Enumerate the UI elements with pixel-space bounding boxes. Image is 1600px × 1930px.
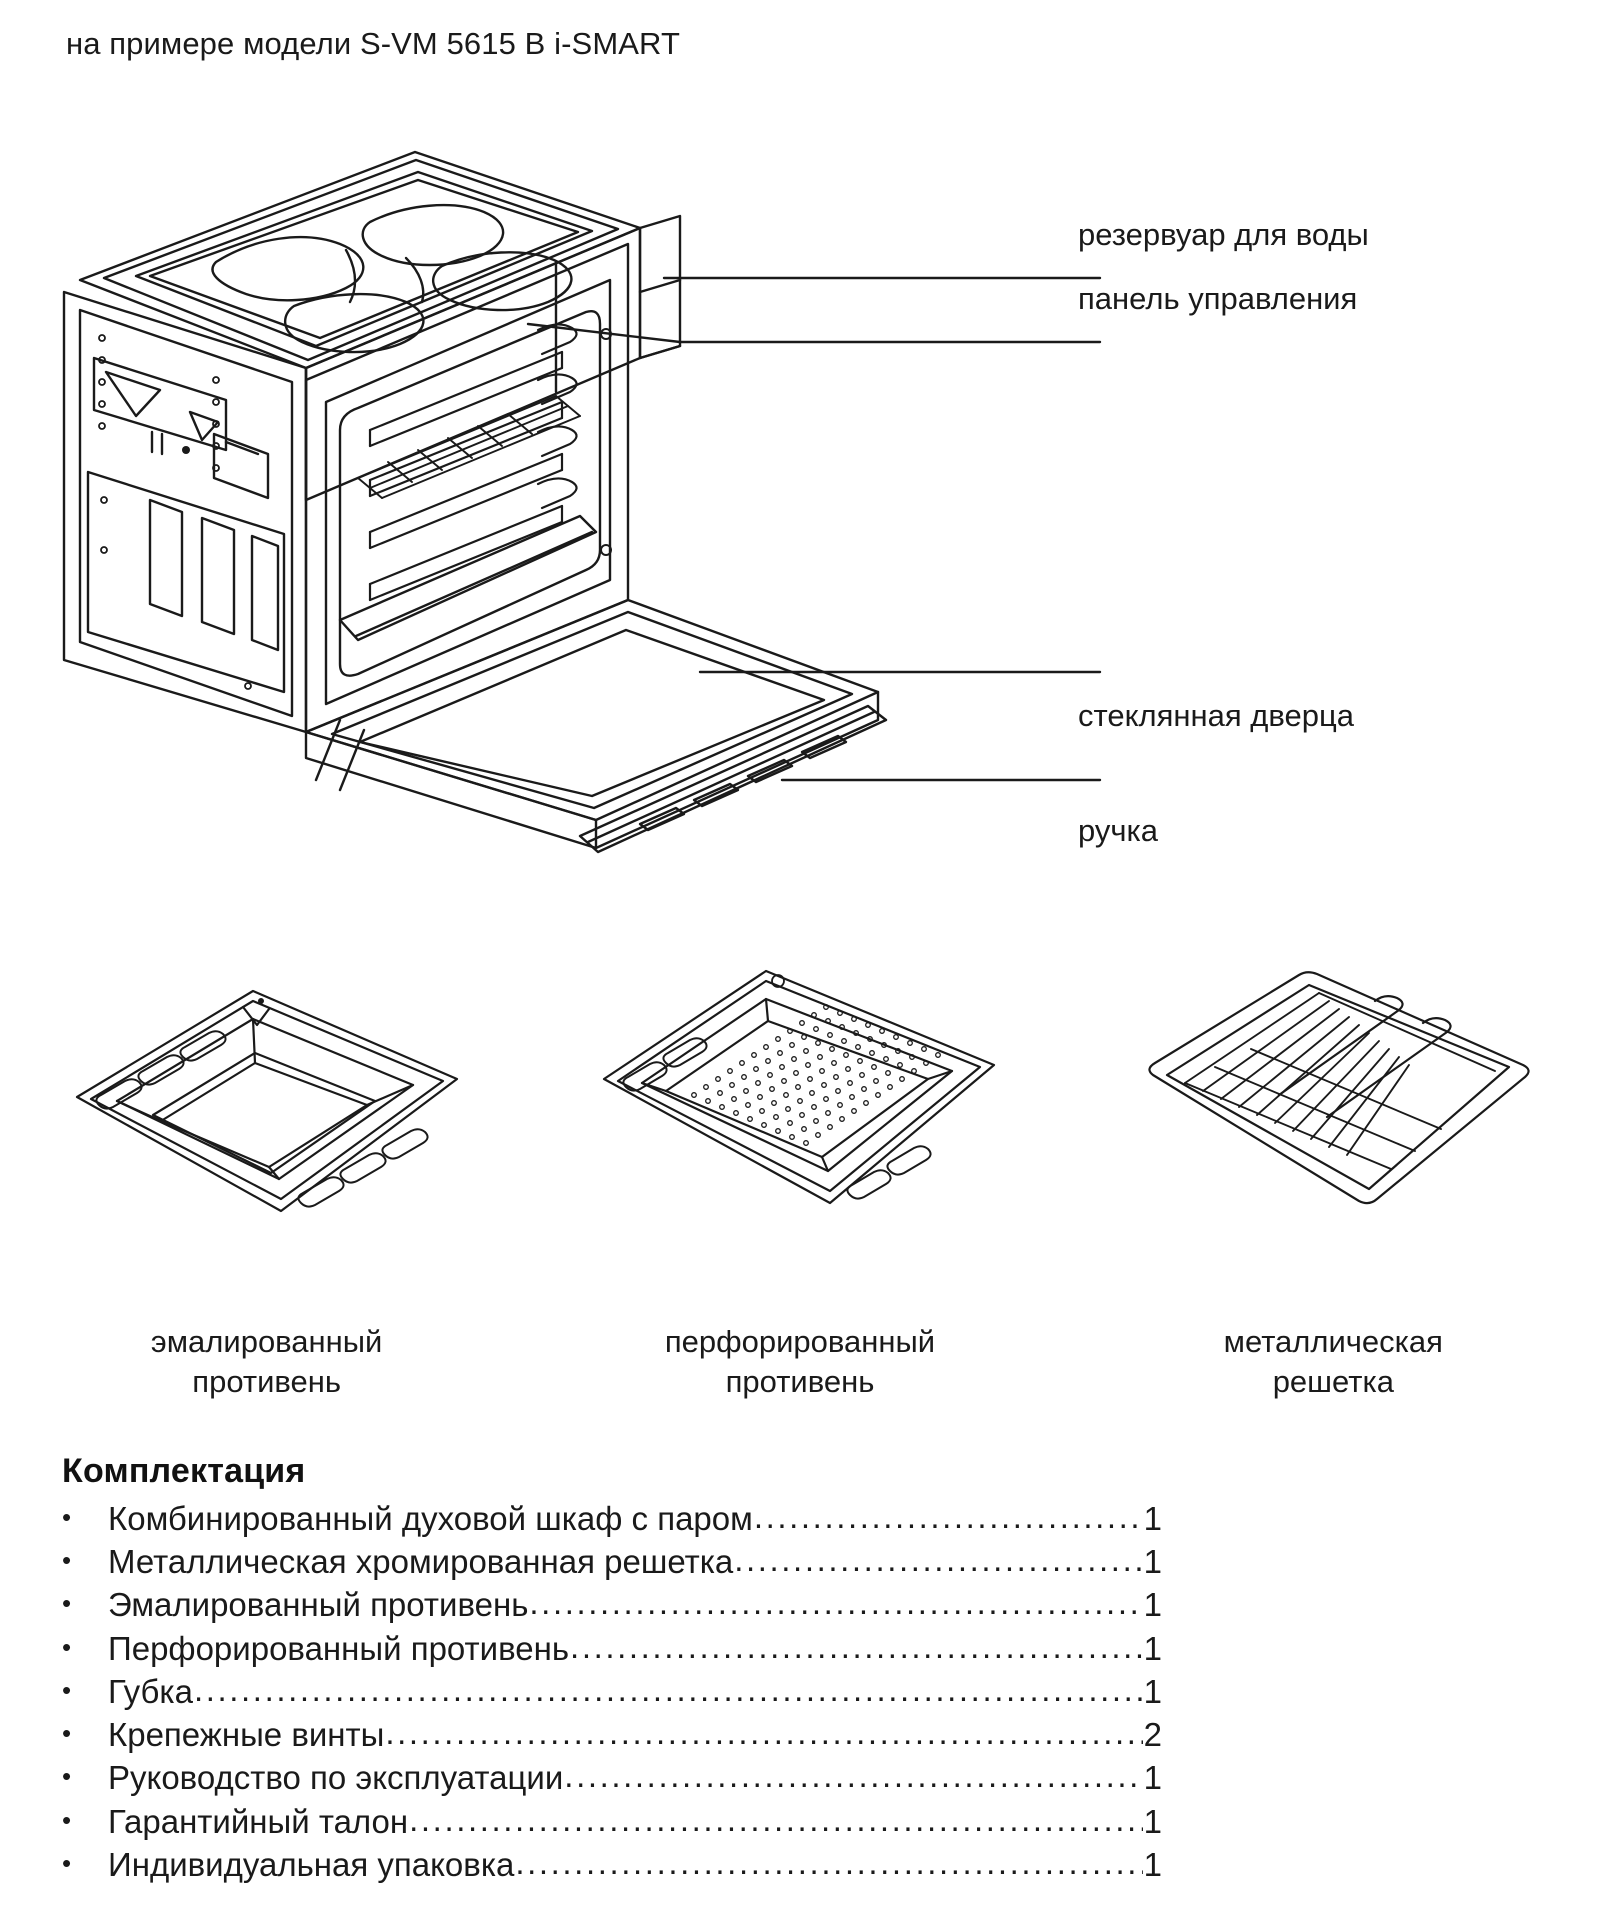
- dot-leader: [570, 1625, 1143, 1668]
- glass-door: [304, 598, 888, 854]
- bullet-icon: •: [62, 1545, 72, 1576]
- oven-body: [62, 290, 308, 734]
- contents-list: • Комбинированный духовой шкаф с паром 1 • М…: [62, 1497, 1162, 1886]
- accessory-captions: эмалированный противень перфорированный …: [0, 1322, 1600, 1401]
- dot-leader: [529, 1581, 1142, 1624]
- dot-leader: [385, 1711, 1142, 1754]
- accessory-enamelled-tray: [0, 955, 533, 1255]
- contents-item-label: Гарантийный талон: [108, 1802, 409, 1840]
- bullet-icon: •: [62, 1847, 72, 1878]
- callout-label-water-tank: резервуар для воды: [1078, 217, 1369, 252]
- bullet-icon: •: [62, 1631, 72, 1662]
- accessory-perforated-tray: [533, 955, 1066, 1255]
- contents-item-label: Эмалированный противень: [108, 1586, 529, 1624]
- contents-item-quantity: 1: [1143, 1629, 1162, 1667]
- bullet-icon: •: [62, 1588, 72, 1619]
- dot-leader: [194, 1668, 1143, 1711]
- contents-item-quantity: 1: [1143, 1845, 1162, 1883]
- bullet-icon: •: [62, 1502, 72, 1532]
- oven-diagram: [40, 80, 1160, 910]
- caption-line-1: металлическая: [1223, 1324, 1443, 1359]
- bullet-icon: •: [62, 1761, 72, 1792]
- contents-item-quantity: 1: [1143, 1586, 1162, 1624]
- accessories-row: [0, 955, 1600, 1335]
- contents-item-quantity: 1: [1143, 1543, 1162, 1581]
- callout-label-handle: ручка: [1078, 813, 1159, 848]
- dot-leader: [409, 1798, 1143, 1841]
- contents-item-label: Руководство по эксплуатации: [108, 1759, 564, 1797]
- shelf-rails: [368, 350, 564, 602]
- contents-item-quantity: 1: [1143, 1802, 1162, 1840]
- contents-item-quantity: 1: [1143, 1500, 1162, 1537]
- caption-line-1: эмалированный: [150, 1324, 383, 1359]
- vent-holes: [98, 334, 220, 472]
- bullet-icon: •: [62, 1674, 72, 1705]
- accessory-caption-metal-rack: металлическая решетка: [1067, 1322, 1600, 1401]
- contents-item-quantity: 1: [1143, 1672, 1162, 1710]
- caption-line-2: решетка: [1272, 1363, 1394, 1399]
- contents-item-quantity: 1: [1143, 1759, 1162, 1797]
- contents-item: • Гарантийный талон 1: [62, 1800, 1162, 1843]
- bullet-icon: •: [62, 1718, 72, 1749]
- contents-item-quantity: 2: [1143, 1716, 1162, 1754]
- wire-shelf: [357, 395, 581, 499]
- contents-section: Комплектация • Комбинированный духовой шк…: [62, 1452, 1162, 1886]
- door-handle: [578, 704, 888, 854]
- accessory-caption-enamelled-tray: эмалированный противень: [0, 1322, 533, 1401]
- accessory-metal-rack: [1067, 955, 1600, 1255]
- callout-leader-lines: [526, 276, 1102, 782]
- contents-item: • Индивидуальная упаковка 1: [62, 1843, 1162, 1886]
- dot-leader: [754, 1495, 1143, 1538]
- contents-item-label: Перфорированный противень: [108, 1629, 570, 1667]
- dot-leader: [515, 1841, 1142, 1884]
- contents-item: • Эмалированный противень 1: [62, 1583, 1162, 1626]
- perforation-holes: [691, 1004, 941, 1146]
- contents-item: • Перфорированный противень 1: [62, 1627, 1162, 1670]
- bullet-icon: •: [62, 1804, 72, 1835]
- contents-item: • Руководство по эксплуатации 1: [62, 1756, 1162, 1799]
- model-note: на примере модели S-VM 5615 B i-SMART: [66, 26, 680, 61]
- caption-line-2: противень: [725, 1363, 875, 1399]
- contents-heading: Комплектация: [62, 1452, 306, 1490]
- dot-leader: [564, 1754, 1142, 1797]
- contents-item: • Металлическая хромированная решетка 1: [62, 1540, 1162, 1583]
- contents-item-label: Крепежные винты: [108, 1716, 385, 1754]
- contents-item-label: Индивидуальная упаковка: [108, 1845, 515, 1883]
- callout-label-glass-door: стеклянная дверца: [1078, 698, 1354, 733]
- contents-item-label: Комбинированный духовой шкаф с паром: [108, 1500, 753, 1537]
- callout-label-control-panel: панель управления: [1078, 281, 1358, 316]
- contents-item: • Крепежные винты 2: [62, 1713, 1162, 1756]
- caption-line-1: перфорированный: [664, 1324, 936, 1359]
- contents-item: • Губка 1: [62, 1670, 1162, 1713]
- accessory-caption-perforated-tray: перфорированный противень: [533, 1322, 1066, 1401]
- contents-item-label: Губка: [108, 1672, 193, 1710]
- leader-control-panel: [526, 322, 1102, 344]
- contents-item-label: Металлическая хромированная решетка: [108, 1543, 734, 1581]
- dot-leader: [734, 1538, 1142, 1581]
- contents-item: • Комбинированный духовой шкаф с паром 1: [62, 1497, 1162, 1540]
- caption-line-2: противень: [192, 1363, 342, 1399]
- oven-cavity: [304, 242, 630, 734]
